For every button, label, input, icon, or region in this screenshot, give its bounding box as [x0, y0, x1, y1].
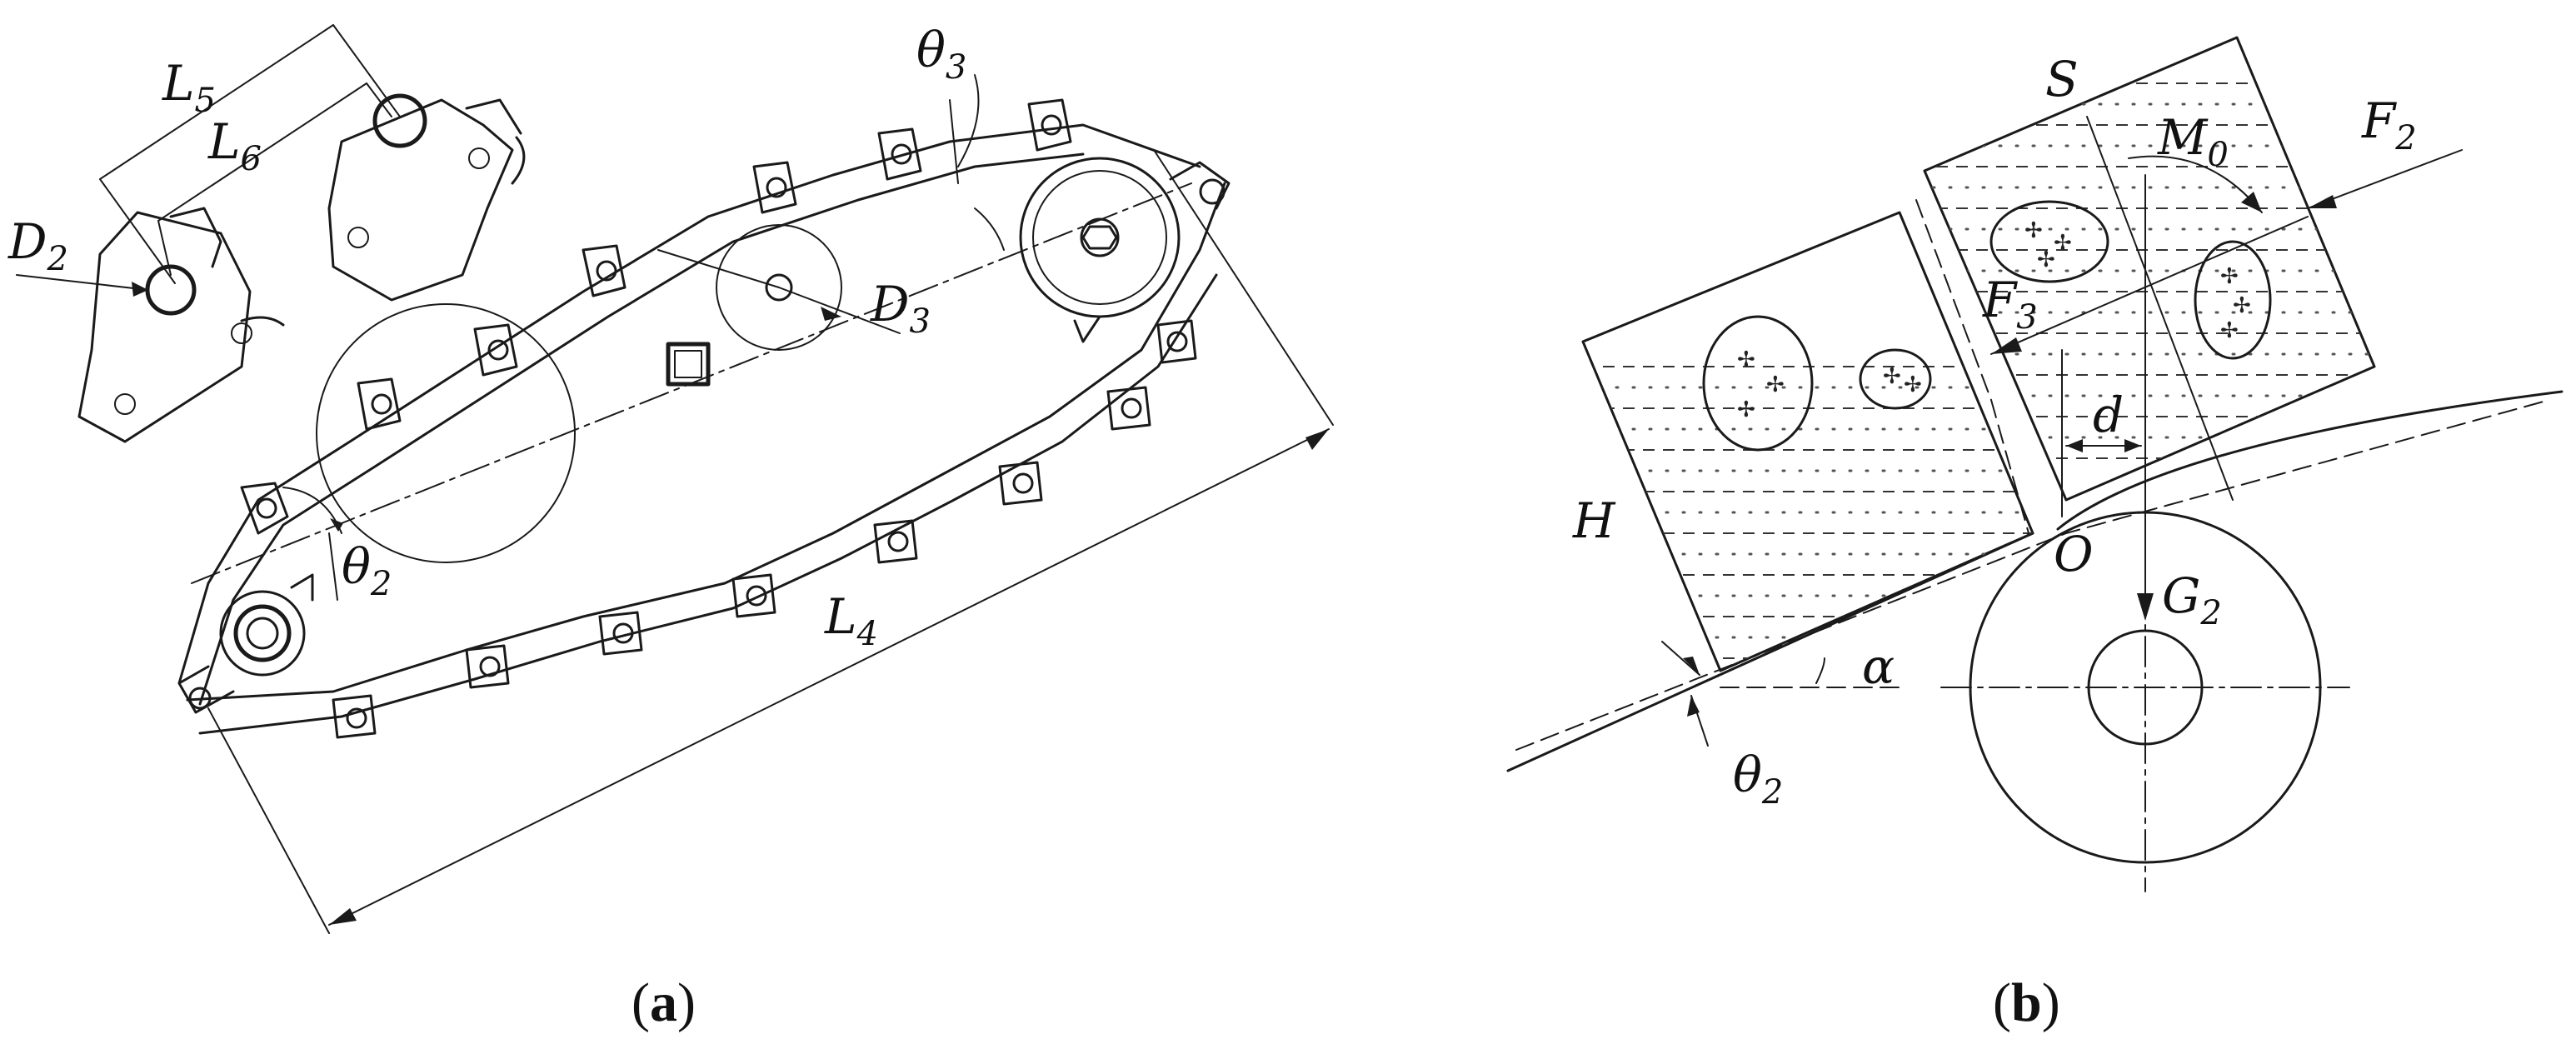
svg-text:✢: ✢	[2233, 293, 2251, 318]
label-G2: G2	[2162, 567, 2222, 632]
panel-a-labels: L5 L6 D2 D3 θ3 θ2 L4	[7, 22, 966, 653]
label-L5: L5	[162, 55, 216, 120]
caption-a: (a)	[632, 972, 696, 1033]
idler-assembly	[191, 182, 1192, 584]
right-sprocket	[1019, 157, 1231, 343]
caption-b: (b)	[1993, 972, 2060, 1033]
svg-text:✢: ✢	[2054, 231, 2072, 256]
panel-b: ✢✢✢ ✢✢	[1506, 36, 2564, 1033]
label-F2: F2	[2361, 92, 2417, 157]
panel-b-labels: S M0 F2 F3 d H O G2 α θ2	[1572, 51, 2417, 812]
label-L4: L4	[824, 588, 878, 653]
force-arrows	[1661, 116, 2463, 747]
dimension-L4	[207, 149, 1334, 934]
label-theta3: θ3	[916, 22, 966, 87]
svg-text:✢: ✢	[2024, 218, 2043, 243]
svg-text:✢: ✢	[1737, 397, 1755, 422]
svg-text:✢: ✢	[1883, 364, 1901, 389]
label-D2: D2	[7, 213, 68, 278]
svg-text:✢: ✢	[2220, 318, 2239, 343]
label-alpha: α	[1862, 638, 1895, 695]
svg-text:✢: ✢	[1904, 372, 1922, 397]
label-theta2-b: θ2	[1733, 747, 1783, 812]
panel-a: L5 L6 D2 D3 θ3 θ2 L4 (a)	[7, 22, 1334, 1033]
label-d: d	[2093, 387, 2124, 443]
label-F3: F3	[1982, 272, 2038, 337]
svg-text:✢: ✢	[2037, 247, 2055, 272]
svg-text:✢: ✢	[2220, 264, 2239, 289]
label-S: S	[2045, 51, 2079, 107]
slope-lines	[1506, 390, 2564, 772]
soil-block-right: ✢✢✢ ✢✢✢	[1923, 36, 2376, 502]
label-M0: M0	[2157, 109, 2229, 174]
label-O: O	[2054, 526, 2094, 582]
angle-markers	[282, 74, 1005, 601]
label-D3: D3	[870, 276, 931, 341]
label-L6: L6	[207, 113, 262, 178]
chain-loop	[177, 98, 1226, 739]
svg-text:✢: ✢	[1766, 372, 1785, 397]
svg-text:✢: ✢	[1737, 347, 1755, 372]
label-H: H	[1572, 492, 1616, 549]
left-sprocket	[177, 573, 314, 714]
label-theta2-a: θ2	[342, 538, 392, 603]
chain-link-detail	[16, 24, 526, 443]
